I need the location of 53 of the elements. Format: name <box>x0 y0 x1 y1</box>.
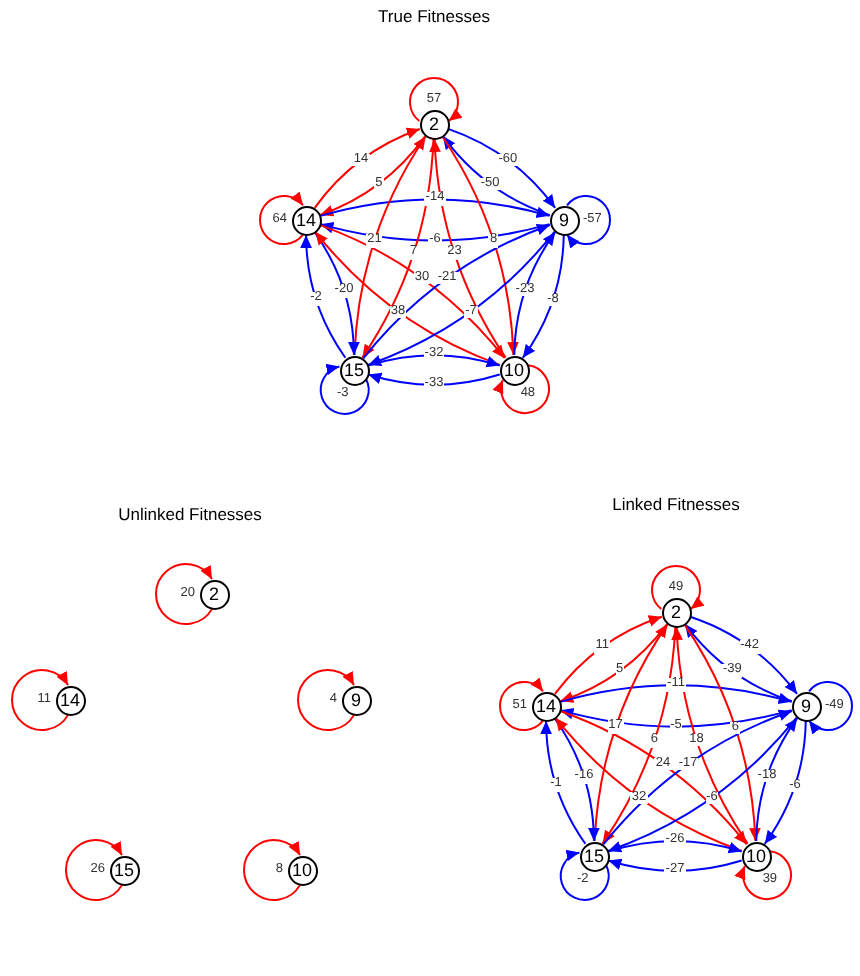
self-loop-arrow <box>499 677 544 731</box>
curved-arrow <box>763 720 807 845</box>
self-loop-arrow <box>243 839 302 901</box>
self-loop-arrow <box>65 839 124 901</box>
node-circle: 2 <box>419 109 449 139</box>
curved-arrow <box>683 623 761 842</box>
curved-arrow <box>441 135 519 356</box>
self-loop-arrow <box>11 669 70 731</box>
panel-title: Linked Fitnesses <box>612 496 740 513</box>
node-circle: 9 <box>549 205 579 235</box>
node-circle: 15 <box>579 841 609 871</box>
node-circle: 15 <box>109 855 139 885</box>
node-circle: 14 <box>291 205 321 235</box>
self-loop-arrow <box>319 364 370 415</box>
curved-arrow <box>367 372 501 386</box>
self-loop-arrow <box>493 364 550 414</box>
node-circle: 15 <box>339 355 369 385</box>
curved-arrow <box>607 840 743 854</box>
self-loop-arrow <box>651 565 705 610</box>
node-circle: 2 <box>661 597 691 627</box>
curved-arrow <box>553 717 600 842</box>
self-loop-arrow <box>559 850 610 901</box>
self-loop-arrow <box>297 669 356 731</box>
curved-arrow <box>513 231 557 356</box>
curved-arrow <box>319 198 551 219</box>
node-circle: 14 <box>55 685 85 715</box>
self-loop-arrow <box>259 191 304 245</box>
node-circle: 10 <box>287 855 317 885</box>
self-loop-arrow <box>735 850 792 900</box>
node-circle: 10 <box>499 355 529 385</box>
self-loop-arrow <box>808 681 853 735</box>
curved-arrow <box>540 720 587 845</box>
curved-arrow <box>671 626 749 845</box>
curved-arrow <box>559 707 793 728</box>
curved-arrow <box>313 231 360 356</box>
node-circle: 10 <box>741 841 771 871</box>
curved-arrow <box>300 234 347 359</box>
self-loop-arrow <box>409 77 463 122</box>
curved-arrow <box>319 221 551 242</box>
node-circle: 9 <box>341 685 371 715</box>
curved-arrow <box>367 354 501 368</box>
node-circle: 2 <box>199 579 229 609</box>
node-circle: 14 <box>531 691 561 721</box>
curved-arrow <box>607 858 743 872</box>
node-circle: 9 <box>791 691 821 721</box>
curved-arrow <box>429 138 507 359</box>
panel-title: True Fitnesses <box>378 8 490 25</box>
self-loop-arrow <box>566 195 611 249</box>
self-loop-arrow <box>155 563 214 625</box>
panel-title: Unlinked Fitnesses <box>118 506 262 523</box>
curved-arrow <box>559 684 793 705</box>
curved-arrow <box>755 717 799 842</box>
curved-arrow <box>521 234 565 359</box>
